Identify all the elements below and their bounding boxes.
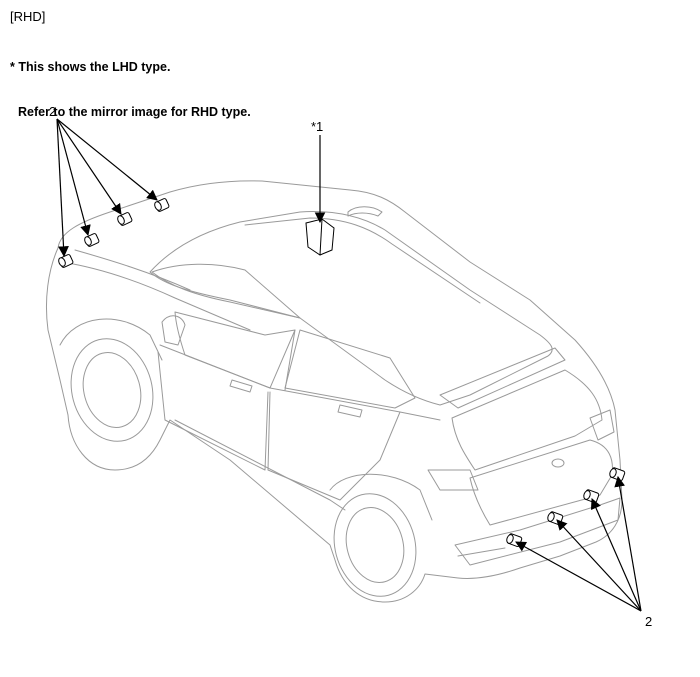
front-sensor-1 — [58, 254, 74, 268]
callout-front-sensors: 2 — [49, 104, 56, 119]
leader-rear-4 — [614, 475, 642, 612]
leader-front-2 — [56, 118, 91, 237]
window-pillar — [284, 329, 296, 391]
hood-crease — [74, 249, 191, 291]
roof-antenna — [347, 206, 383, 217]
rear-bumper-lower — [457, 547, 506, 557]
lhd-note: * This shows the LHD type. Refer to the … — [10, 30, 251, 135]
rear-sensor-2 — [547, 511, 564, 526]
front-sensor-3 — [117, 212, 133, 226]
tail-light-right — [589, 409, 615, 441]
front-sensor-4 — [154, 198, 170, 212]
rear-door — [267, 391, 401, 501]
front-wheel-rim — [82, 352, 142, 428]
rear-sensor-1 — [506, 533, 523, 548]
side-sill — [174, 419, 346, 511]
side-mirror — [161, 315, 186, 346]
rear-spoiler — [439, 347, 566, 409]
rear-wheel-arch — [329, 473, 433, 521]
rear-bumper — [454, 497, 621, 566]
roof-outline — [149, 211, 553, 406]
leader-rear-1 — [515, 541, 642, 612]
roof-rail — [244, 217, 481, 304]
leader-front-3 — [56, 118, 122, 215]
callout-rear-sensors: 2 — [645, 614, 652, 629]
leader-rear-2 — [556, 519, 642, 612]
roof-control-unit — [305, 218, 335, 256]
rear-door-handle — [337, 404, 363, 418]
rear-sensor-4 — [609, 467, 626, 482]
car-body — [46, 180, 623, 603]
front-door-handle — [229, 379, 253, 393]
hood-line — [61, 261, 251, 331]
front-wheel — [70, 338, 154, 442]
note-line-2: Refer to the mirror image for RHD type. — [18, 105, 251, 119]
car-silhouette — [46, 180, 623, 603]
front-sensor-2 — [84, 233, 100, 247]
side-window-front — [174, 311, 296, 389]
leader-front-1 — [56, 118, 69, 258]
rear-wheel-rim — [345, 507, 405, 583]
note-line-1: * This shows the LHD type. — [10, 60, 171, 74]
rear-sensors — [506, 467, 626, 548]
rear-sensor-3 — [583, 489, 600, 504]
front-wheel-arch — [59, 318, 163, 361]
rear-wheel — [333, 493, 417, 597]
side-window-rear — [284, 329, 416, 409]
leader-rear-3 — [590, 498, 642, 612]
beltline — [159, 344, 441, 421]
rear-window — [451, 369, 603, 471]
leader-lines — [56, 118, 642, 612]
front-sensors — [58, 198, 170, 268]
leader-front-4 — [56, 118, 158, 201]
callout-unit: *1 — [311, 119, 323, 134]
rear-emblem — [551, 458, 565, 468]
windshield — [151, 263, 301, 319]
region-tag: [RHD] — [10, 9, 46, 24]
tailgate — [469, 439, 613, 526]
front-door — [157, 351, 269, 471]
tail-light-left — [427, 469, 479, 491]
